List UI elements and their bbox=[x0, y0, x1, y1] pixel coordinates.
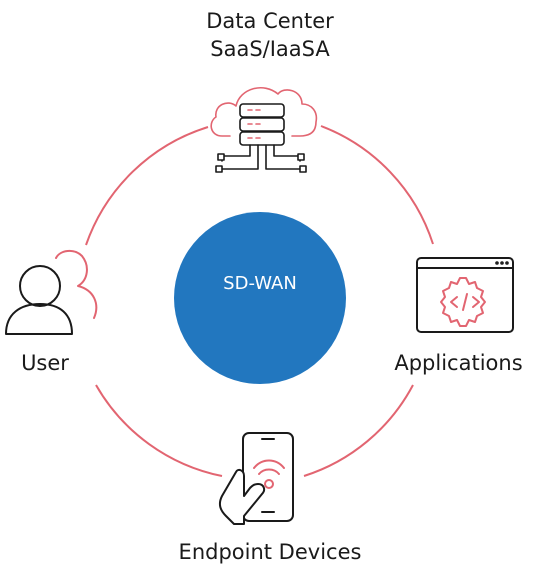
sd-wan-hub bbox=[174, 212, 346, 384]
arc-top-left bbox=[85, 126, 209, 246]
data-center-title: Data Center bbox=[206, 9, 334, 33]
sd-wan-label: SD-WAN bbox=[223, 273, 297, 294]
arc-top-right bbox=[320, 125, 434, 245]
applications-label: Applications bbox=[394, 351, 523, 375]
code-window-icon bbox=[416, 257, 514, 333]
cloud-database-icon bbox=[210, 86, 318, 173]
endpoint-devices-label: Endpoint Devices bbox=[178, 540, 362, 564]
connection-ring bbox=[85, 125, 434, 477]
data-center-label: Data Center SaaS/IaaSA bbox=[130, 7, 410, 63]
user-label: User bbox=[21, 351, 69, 375]
arc-bottom-left bbox=[95, 384, 223, 477]
user-icon bbox=[5, 250, 98, 335]
smartphone-touch-icon bbox=[218, 432, 294, 525]
arc-bottom-right bbox=[303, 384, 414, 477]
data-center-subtitle: SaaS/IaaSA bbox=[210, 37, 330, 61]
